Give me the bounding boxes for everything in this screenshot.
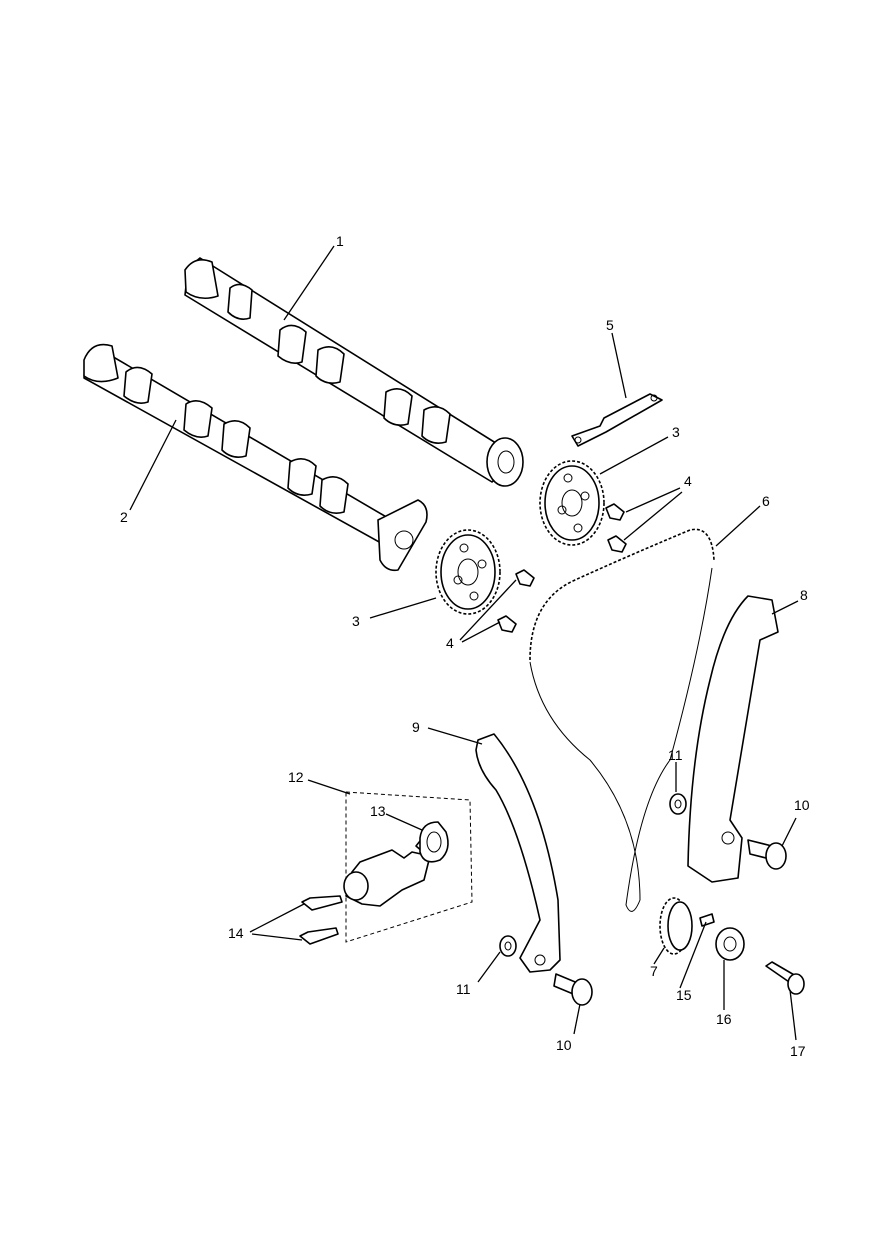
- camshaft-lower: [83, 343, 428, 572]
- callout-3-lower: 3: [352, 613, 360, 629]
- callout-10-upper: 10: [794, 797, 810, 813]
- callout-2: 2: [120, 509, 128, 525]
- callout-16: 16: [716, 1011, 732, 1027]
- callout-17: 17: [790, 1043, 806, 1059]
- callout-4-lower: 4: [446, 635, 454, 651]
- callout-15: 15: [676, 987, 692, 1003]
- callout-13: 13: [370, 803, 386, 819]
- pivot-bolts: [553, 839, 787, 1006]
- cam-sprocket-upper: [539, 460, 605, 546]
- tensioner-assembly: [343, 791, 473, 943]
- chain-tensioner-blade: [475, 733, 561, 973]
- tensioner-bolts: [299, 895, 343, 945]
- cam-sprocket-lower: [435, 529, 501, 615]
- callout-12: 12: [288, 769, 304, 785]
- callout-7: 7: [650, 963, 658, 979]
- callout-14: 14: [228, 925, 244, 941]
- chain-guide-bracket: [571, 393, 663, 447]
- callout-5: 5: [606, 317, 614, 333]
- crank-bolt: [765, 961, 805, 995]
- callout-1: 1: [336, 233, 344, 249]
- sprocket-bolts: [497, 503, 627, 633]
- woodruff-key: [699, 913, 715, 927]
- callout-8: 8: [800, 587, 808, 603]
- callout-11-lower: 11: [456, 981, 471, 997]
- leader-lines: [129, 245, 799, 1041]
- chain-guide-fixed: [687, 595, 779, 883]
- crank-nut: [715, 927, 745, 961]
- cam-chain: [529, 528, 715, 912]
- crank-sprocket: [659, 897, 693, 955]
- camshaft-upper: [184, 257, 524, 487]
- callout-11-upper: 11: [668, 747, 683, 763]
- callout-6: 6: [762, 493, 770, 509]
- washers: [499, 793, 687, 957]
- callout-4-upper: 4: [684, 473, 692, 489]
- callout-9: 9: [412, 719, 420, 735]
- callout-3-upper: 3: [672, 424, 680, 440]
- tensioner-gasket: [419, 821, 449, 863]
- callout-10-lower: 10: [556, 1037, 572, 1053]
